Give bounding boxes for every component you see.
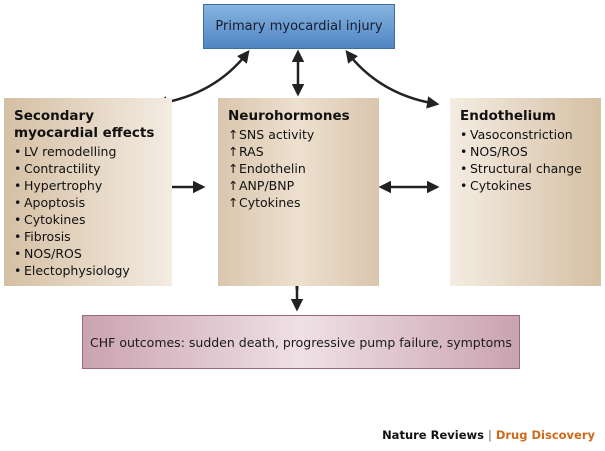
chf-outcomes-label: CHF outcomes: sudden death, progressive … — [90, 334, 512, 350]
neurohormones-panel: Neurohormones ↑SNS activity ↑RAS ↑Endoth… — [218, 98, 379, 286]
secondary-effects-panel: Secondary myocardial effects •LV remodel… — [4, 98, 172, 286]
list-item: ↑Endothelin — [228, 161, 306, 176]
increase-arrow-icon: ↑ — [228, 178, 239, 193]
increase-arrow-icon: ↑ — [228, 161, 239, 176]
list-item: •LV remodelling — [14, 144, 117, 159]
arrow-top-to-right — [345, 50, 440, 109]
list-item: ↑SNS activity — [228, 127, 315, 142]
primary-injury-label: Primary myocardial injury — [215, 19, 383, 34]
neurohormones-title: Neurohormones — [228, 108, 350, 124]
list-item: •Cytokines — [460, 178, 532, 193]
chf-outcomes-box: CHF outcomes: sudden death, progressive … — [82, 315, 520, 369]
list-item: •Cytokines — [14, 212, 86, 227]
increase-arrow-icon: ↑ — [228, 195, 239, 210]
list-item: •Hypertrophy — [14, 178, 103, 193]
journal-name: Drug Discovery — [495, 428, 595, 442]
increase-arrow-icon: ↑ — [228, 144, 239, 159]
credit-separator: | — [487, 428, 492, 442]
list-item: •Vasoconstriction — [460, 127, 573, 142]
secondary-effects-title: Secondary myocardial effects — [14, 108, 155, 141]
list-item: •NOS/ROS — [460, 144, 528, 159]
endothelium-list: •Vasoconstriction •NOS/ROS •Structural c… — [460, 126, 591, 194]
list-item: ↑RAS — [228, 144, 264, 159]
publisher-name: Nature Reviews — [382, 428, 484, 442]
list-item: •Fibrosis — [14, 229, 71, 244]
list-item: •NOS/ROS — [14, 246, 82, 261]
endothelium-panel: Endothelium •Vasoconstriction •NOS/ROS •… — [450, 98, 601, 286]
list-item: •Contractility — [14, 161, 101, 176]
secondary-effects-list: •LV remodelling •Contractility •Hypertro… — [14, 143, 162, 279]
list-item: •Apoptosis — [14, 195, 86, 210]
list-item: ↑Cytokines — [228, 195, 301, 210]
arrow-top-to-left — [154, 50, 250, 109]
list-item: •Structural change — [460, 161, 582, 176]
endothelium-title: Endothelium — [460, 108, 556, 124]
list-item: •Electophysiology — [14, 263, 130, 278]
neurohormones-list: ↑SNS activity ↑RAS ↑Endothelin ↑ANP/BNP … — [228, 126, 369, 211]
journal-credit: Nature Reviews|Drug Discovery — [382, 428, 595, 442]
primary-injury-box: Primary myocardial injury — [203, 4, 395, 49]
increase-arrow-icon: ↑ — [228, 127, 239, 142]
list-item: ↑ANP/BNP — [228, 178, 295, 193]
